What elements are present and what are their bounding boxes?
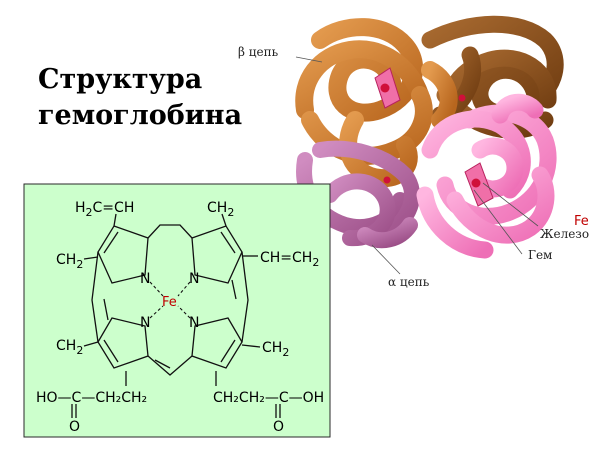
nitrogen-top-right: N <box>189 271 199 287</box>
methyl-group-top: CH2 <box>207 200 234 219</box>
nitrogen-bottom-left: N <box>140 315 150 331</box>
page-title: Структура гемоглобина <box>38 62 242 134</box>
leader-lines <box>295 56 539 275</box>
heme-formula-panel: H2C=CH CH2 CH=CH2 CH2 CH2 CH2 N N N N Fe… <box>23 183 331 438</box>
iron-center: Fe <box>162 295 177 310</box>
heme-group-alpha <box>383 176 391 184</box>
alpha-subunit-pink <box>416 93 557 259</box>
formula-background <box>23 183 331 438</box>
title-line-1: Структура <box>38 64 203 95</box>
methyl-group-left-bottom: CH2 <box>56 338 83 357</box>
protein-model <box>295 15 564 259</box>
nitrogen-top-left: N <box>140 271 150 287</box>
fe-label: Fe <box>574 214 589 229</box>
nitrogen-bottom-right: N <box>189 315 199 331</box>
methyl-group-left-top: CH2 <box>56 252 83 271</box>
vinyl-group-top: H2C=CH <box>75 200 134 219</box>
carbonyl-oxygen-right: O <box>273 419 284 435</box>
heme-groups <box>374 67 494 207</box>
porphyrin-bonds <box>71 213 281 418</box>
heme-group-beta <box>374 67 401 109</box>
alpha-chain-label: α цепь <box>388 275 430 289</box>
propionic-acid-right: CH₂CH₂—C—OH <box>213 390 324 406</box>
beta-chain-label: β цепь <box>238 45 279 59</box>
vinyl-group-right: CH=CH2 <box>260 250 319 269</box>
heme-group-beta-2 <box>458 94 466 102</box>
heme-group-alpha-pink <box>464 162 494 207</box>
title-line-2: гемоглобина <box>38 100 243 131</box>
methyl-group-right-bottom: CH2 <box>262 340 289 359</box>
propionic-acid-left: HO—C—CH₂CH₂ <box>36 390 147 406</box>
heme-label: Гем <box>528 248 552 262</box>
iron-label: Железо <box>540 227 589 241</box>
carbonyl-oxygen-left: O <box>69 419 80 435</box>
